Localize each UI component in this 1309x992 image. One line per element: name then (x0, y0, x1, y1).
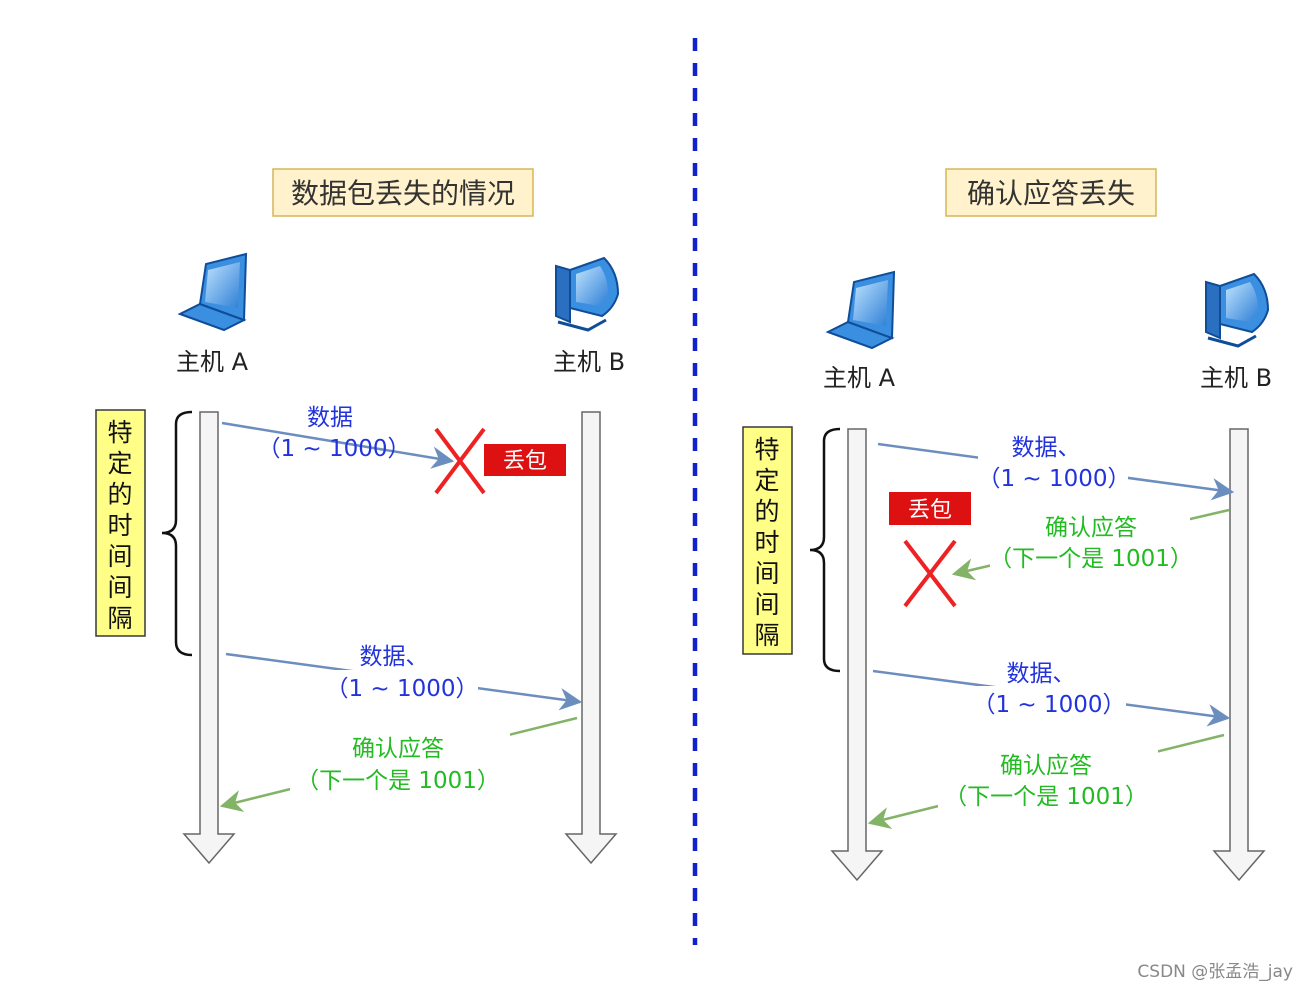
right-host-b-timeline (1212, 428, 1266, 882)
right-interval-box (742, 426, 793, 655)
left-title: 数据包丢失的情况 (291, 177, 515, 210)
left-ack-line1: 确认应答 (352, 736, 444, 762)
desktop-computer-icon (554, 256, 620, 332)
watermark: CSDN @张孟浩_jay (1137, 962, 1293, 982)
right-panel: 确认应答丢失 主机 A 主机 B 特定的时间间隔 数据、 （1 ~ 1000） … (742, 168, 1272, 882)
right-msg2-line1: 数据、 (1007, 661, 1076, 687)
left-host-b-timeline (564, 411, 618, 865)
left-loss-x-icon (434, 427, 486, 495)
left-panel: 数据包丢失的情况 主机 A 主机 B 特定的时间间隔 数据 （1 ~ 1000）… (95, 168, 625, 865)
interval-label-text: 特定的时间间隔 (754, 435, 779, 650)
left-msg1-line1: 数据 (307, 405, 353, 431)
left-msg2-line2: （1 ~ 1000） (325, 676, 478, 702)
right-loss-x-icon (903, 539, 957, 608)
left-host-a-label: 主机 A (176, 348, 249, 376)
right-ack-line2: （下一个是 1001） (944, 784, 1148, 810)
right-title: 确认应答丢失 (967, 177, 1135, 210)
left-title-box (272, 168, 534, 217)
right-host-a-label: 主机 A (823, 364, 896, 392)
right-loss-tag (889, 492, 971, 525)
left-msg1-line2: （1 ~ 1000） (257, 436, 410, 462)
left-host-a-timeline (182, 411, 236, 865)
left-interval-brace (161, 410, 193, 657)
right-msg2-line2: （1 ~ 1000） (972, 692, 1125, 718)
interval-label-text: 特定的时间间隔 (107, 418, 132, 633)
left-msg2-line1: 数据、 (360, 644, 429, 670)
left-loss-tag (484, 444, 566, 476)
right-lost-ack-line2: （下一个是 1001） (989, 546, 1193, 572)
left-host-b-label: 主机 B (553, 348, 625, 376)
right-interval-label: 特定的时间间隔 (754, 435, 779, 650)
left-interval-box (95, 409, 146, 637)
right-msg1-line1: 数据、 (1012, 435, 1081, 461)
left-data-arrow-1 (221, 421, 455, 469)
left-loss-tag-text: 丢包 (503, 449, 547, 474)
right-host-b-label: 主机 B (1200, 364, 1272, 392)
left-interval-label: 特定的时间间隔 (107, 418, 132, 633)
right-title-box (945, 168, 1157, 217)
right-loss-tag-text: 丢包 (908, 498, 952, 523)
right-ack-line1: 确认应答 (1000, 753, 1092, 779)
laptop-icon (827, 271, 895, 349)
right-host-a-timeline (830, 428, 884, 882)
right-msg1-line2: （1 ~ 1000） (977, 466, 1130, 492)
left-ack-line2: （下一个是 1001） (296, 768, 500, 794)
desktop-computer-icon (1204, 272, 1270, 348)
right-lost-ack-line1: 确认应答 (1045, 515, 1137, 541)
right-interval-brace (809, 427, 841, 673)
laptop-icon (179, 253, 247, 331)
